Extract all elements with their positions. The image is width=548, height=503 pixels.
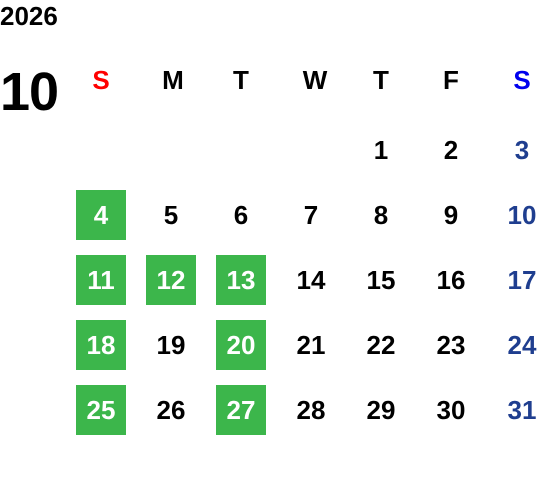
weekday-monday: M: [162, 65, 184, 95]
calendar-day[interactable]: 14: [296, 265, 326, 295]
calendar-day[interactable]: 16: [436, 265, 466, 295]
weekday-tuesday: T: [233, 65, 249, 95]
calendar-day[interactable]: 21: [296, 330, 326, 360]
calendar-day[interactable]: 17: [507, 265, 537, 295]
calendar-day[interactable]: 30: [436, 395, 466, 425]
calendar-day[interactable]: 22: [366, 330, 396, 360]
calendar-day[interactable]: 4: [76, 190, 126, 240]
calendar-day[interactable]: 25: [76, 385, 126, 435]
calendar-day[interactable]: 11: [76, 255, 126, 305]
calendar-day[interactable]: 7: [303, 200, 319, 230]
calendar-day[interactable]: 29: [366, 395, 396, 425]
calendar-day[interactable]: 27: [216, 385, 266, 435]
calendar-day[interactable]: 10: [507, 200, 537, 230]
calendar-month: 10: [0, 62, 59, 122]
calendar-day[interactable]: 15: [366, 265, 396, 295]
calendar-day[interactable]: 19: [156, 330, 186, 360]
calendar-day[interactable]: 23: [436, 330, 466, 360]
calendar-day[interactable]: 2: [443, 135, 459, 165]
calendar-day[interactable]: 8: [373, 200, 389, 230]
calendar-day[interactable]: 9: [443, 200, 459, 230]
calendar-day[interactable]: 28: [296, 395, 326, 425]
weekday-thursday: T: [373, 65, 389, 95]
calendar-day[interactable]: 6: [233, 200, 249, 230]
weekday-header-row: S M T W T F S: [0, 60, 548, 100]
weekday-sunday: S: [92, 65, 110, 95]
calendar-day[interactable]: 3: [514, 135, 530, 165]
calendar-day[interactable]: 18: [76, 320, 126, 370]
calendar-day[interactable]: 20: [216, 320, 266, 370]
calendar-day[interactable]: 31: [507, 395, 537, 425]
calendar-day[interactable]: 13: [216, 255, 266, 305]
weekday-saturday: S: [513, 65, 531, 95]
weekday-wednesday: W: [302, 65, 328, 95]
calendar-day[interactable]: 12: [146, 255, 196, 305]
weekday-friday: F: [443, 65, 459, 95]
calendar-day[interactable]: 24: [507, 330, 537, 360]
calendar-year: 2026: [0, 1, 58, 31]
calendar-day[interactable]: 26: [156, 395, 186, 425]
calendar-day[interactable]: 1: [373, 135, 389, 165]
calendar-day[interactable]: 5: [163, 200, 179, 230]
